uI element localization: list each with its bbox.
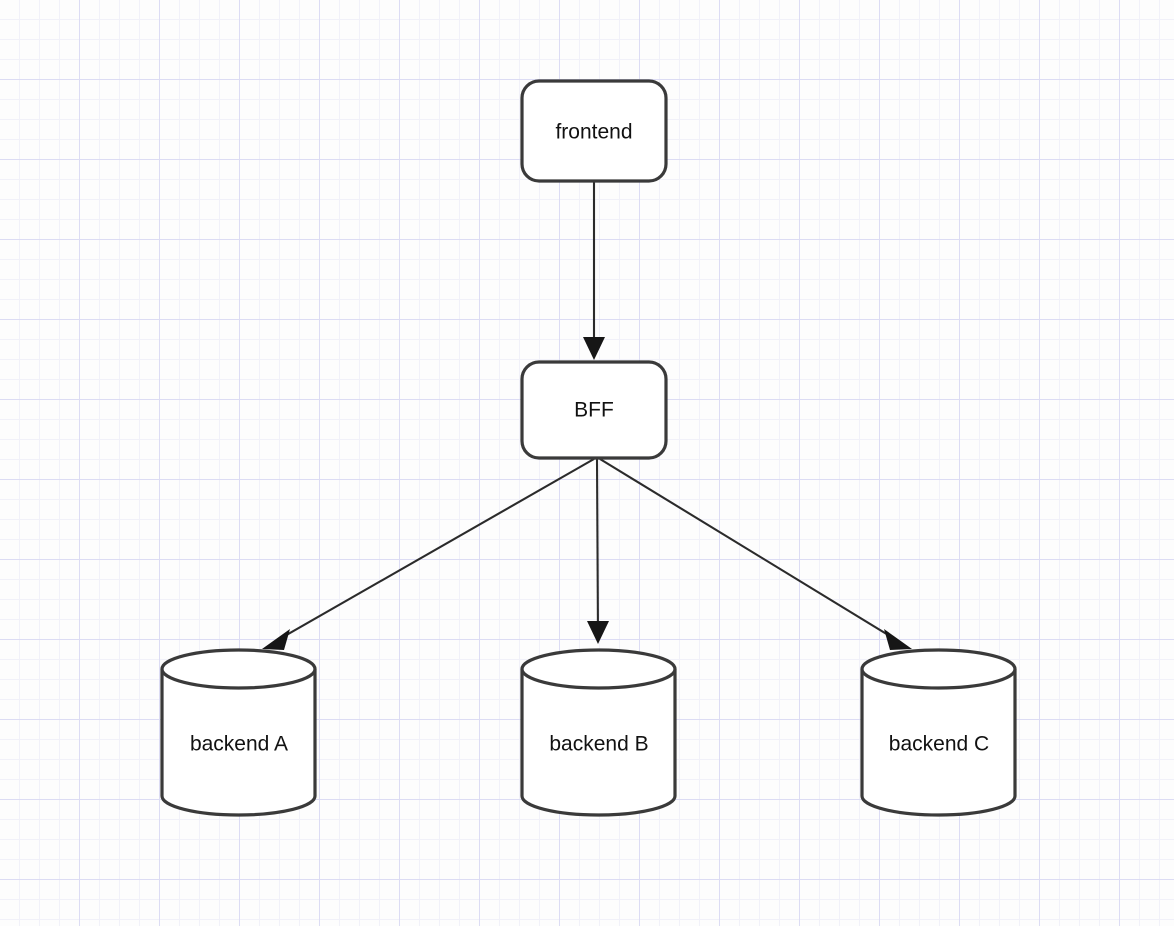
edge-bff-to-backend-b[interactable] bbox=[587, 458, 609, 644]
node-backend-c[interactable]: backend C bbox=[860, 648, 1017, 817]
node-bff[interactable]: BFF bbox=[520, 360, 668, 460]
arrowhead-icon bbox=[262, 629, 290, 650]
backend-b-cylinder-top bbox=[520, 648, 677, 690]
backend-c-cylinder-top bbox=[860, 648, 1017, 690]
backend-a-cylinder-body bbox=[160, 669, 317, 817]
backend-a-cylinder-top bbox=[160, 648, 317, 690]
edge-line bbox=[275, 458, 595, 642]
backend-b-cylinder-body bbox=[520, 669, 677, 817]
edge-bff-to-backend-a[interactable] bbox=[262, 458, 595, 650]
edge-line bbox=[599, 458, 899, 642]
arrowhead-icon bbox=[583, 337, 605, 360]
backend-c-cylinder-body bbox=[860, 669, 1017, 817]
edge-frontend-to-bff[interactable] bbox=[583, 182, 605, 360]
node-backend-b[interactable]: backend B bbox=[520, 648, 677, 817]
arrowhead-icon bbox=[587, 621, 609, 644]
arrowhead-icon bbox=[884, 629, 912, 650]
node-backend-a[interactable]: backend A bbox=[160, 648, 317, 817]
edge-bff-to-backend-c[interactable] bbox=[599, 458, 912, 650]
edge-line bbox=[595, 458, 600, 637]
bff-box bbox=[520, 360, 668, 460]
node-frontend[interactable]: frontend bbox=[520, 79, 668, 183]
frontend-box bbox=[520, 79, 668, 183]
